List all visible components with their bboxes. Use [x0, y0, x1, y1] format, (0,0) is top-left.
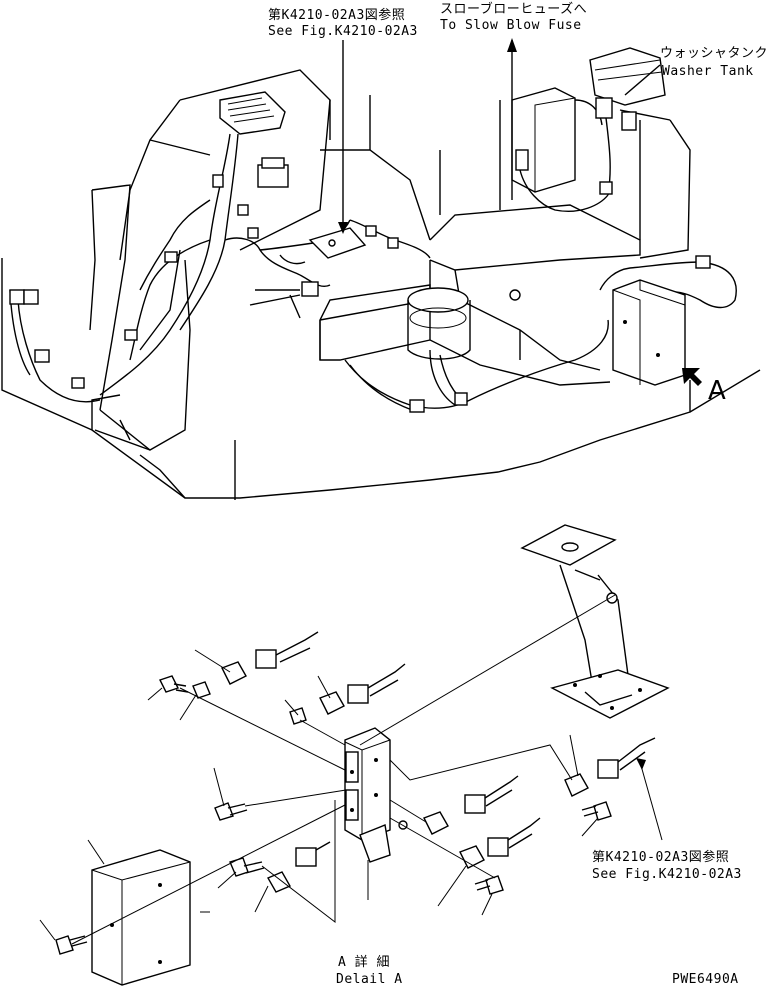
ref-label-top-en: See Fig.K4210-02A3	[268, 24, 418, 39]
mounting-stand	[520, 524, 670, 719]
relays-and-connectors	[221, 631, 656, 893]
relay-cover	[91, 849, 191, 986]
fuse-label-en: To Slow Blow Fuse	[440, 18, 582, 33]
detail-leaders	[39, 649, 663, 941]
detail-a-title-en: Delail A	[336, 972, 403, 987]
view-a-arrow	[682, 368, 761, 413]
view-a-label: A	[708, 376, 727, 406]
center-harness	[249, 219, 431, 319]
washer-tank-label-jp: ウォッシャタンク	[660, 46, 766, 61]
pillar-harness	[9, 133, 301, 403]
detail-a-title-jp: A 詳 細	[338, 955, 390, 970]
relay-box-top	[612, 279, 686, 386]
ref-label-bottom-jp: 第K4210-02A3図参照	[592, 850, 730, 865]
relay-bracket	[344, 727, 391, 863]
ref-label-bottom-en: See Fig.K4210-02A3	[592, 867, 742, 882]
washer-tank	[511, 47, 666, 212]
cab-frame-outline	[1, 69, 691, 500]
washer-tank-label-en: Washer Tank	[662, 64, 754, 79]
ref-label-top-jp: 第K4210-02A3図参照	[268, 8, 406, 23]
top-leaders	[338, 38, 661, 234]
bolts-and-clips	[55, 675, 612, 955]
drawing-number: PWE6490A	[672, 972, 739, 987]
blower-motor	[407, 287, 521, 406]
fuse-label-jp: スローブローヒューズへ	[440, 2, 588, 17]
fuse-box	[219, 91, 289, 188]
detail-assembly-lines	[71, 594, 616, 945]
lower-harness	[344, 255, 737, 413]
